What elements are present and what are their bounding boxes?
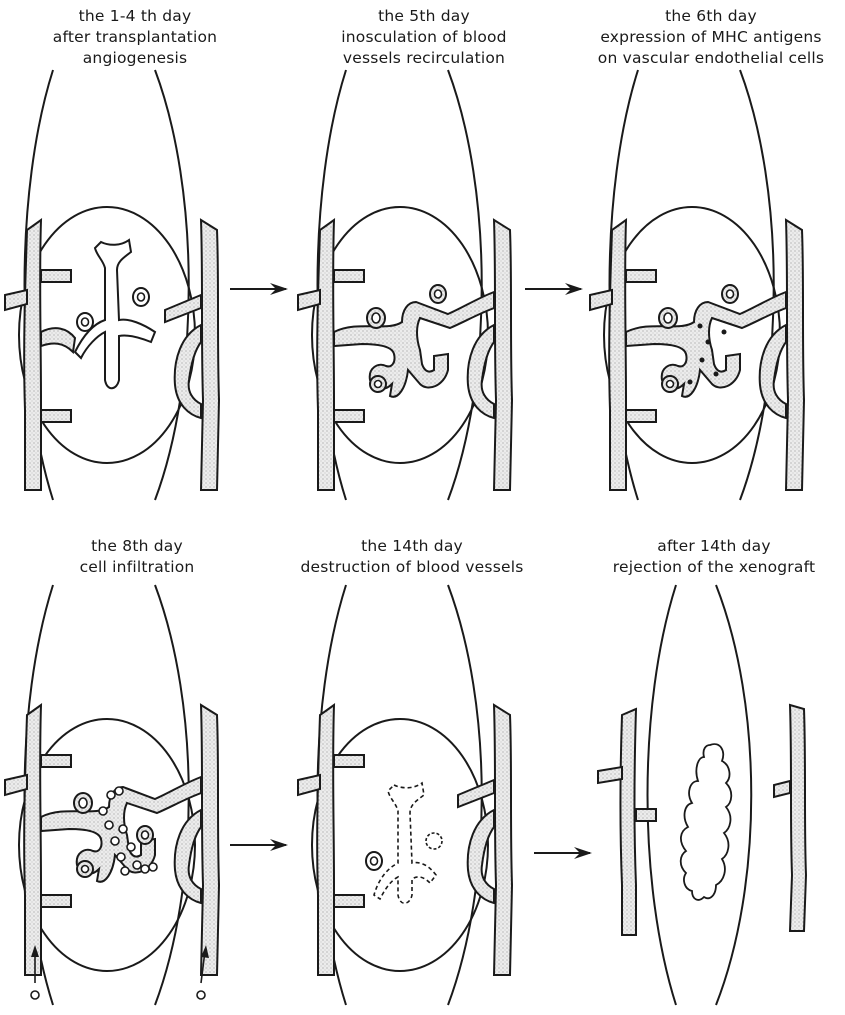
caption-line: cell infiltration — [2, 557, 272, 578]
mhc-marker — [722, 330, 727, 335]
mhc-marker — [698, 324, 703, 329]
panel-day6 — [590, 70, 815, 510]
caption-line: vessels recirculation — [289, 48, 559, 69]
caption-day1-4: the 1-4 th day after transplantation ang… — [0, 6, 270, 69]
caption-line: rejection of the xenograft — [579, 557, 845, 578]
caption-line: inosculation of blood — [289, 27, 559, 48]
panel-day5 — [298, 70, 523, 510]
vessel-lumen — [372, 313, 380, 323]
vessel-lumen — [133, 288, 149, 306]
caption-line: destruction of blood vessels — [277, 557, 547, 578]
arrow-icon — [525, 282, 585, 296]
rejected-graft — [681, 744, 732, 900]
host-vessel — [598, 767, 622, 783]
graft-boundary — [448, 70, 482, 500]
panel-day1-4 — [5, 70, 230, 510]
caption-line: the 1-4 th day — [0, 6, 270, 27]
host-vessel — [636, 809, 656, 821]
caption-day5: the 5th day inosculation of blood vessel… — [289, 6, 559, 69]
vessel-lumen — [82, 866, 89, 873]
vessel-lumen — [79, 798, 87, 808]
vessel-lumen — [667, 381, 674, 388]
vessel-lumen — [375, 381, 382, 388]
panel-day14 — [298, 585, 523, 1015]
vessel-lumen — [77, 313, 93, 331]
caption-line: after 14th day — [579, 536, 845, 557]
caption-line: angiogenesis — [0, 48, 270, 69]
vessel-lumen — [366, 852, 382, 870]
caption-day6: the 6th day expression of MHC antigens o… — [576, 6, 845, 69]
caption-day8: the 8th day cell infiltration — [2, 536, 272, 578]
host-vessel — [790, 705, 806, 931]
graft-boundary — [740, 70, 774, 500]
vessel-lumen — [727, 290, 734, 298]
caption-after14: after 14th day rejection of the xenograf… — [579, 536, 845, 578]
arrow-icon — [230, 838, 290, 852]
arrow-icon — [534, 846, 594, 860]
destroyed-lumen — [426, 833, 442, 849]
caption-line: on vascular endothelial cells — [576, 48, 845, 69]
caption-line: after transplantation — [0, 27, 270, 48]
vessel-lumen — [435, 290, 442, 298]
vessel-lumen — [142, 831, 149, 839]
mhc-marker — [700, 358, 705, 363]
panel-day8 — [5, 585, 230, 1015]
mhc-marker — [688, 380, 693, 385]
panel-after14 — [598, 585, 823, 1015]
caption-line: the 5th day — [289, 6, 559, 27]
graft-boundary — [155, 70, 189, 500]
mhc-marker — [706, 340, 711, 345]
caption-day14: the 14th day destruction of blood vessel… — [277, 536, 547, 578]
mhc-marker — [714, 372, 719, 377]
vessel-lumen — [664, 313, 672, 323]
host-vessel — [41, 328, 75, 352]
caption-line: expression of MHC antigens — [576, 27, 845, 48]
graft-boundary — [648, 585, 677, 1005]
host-vessel — [774, 781, 790, 797]
caption-line: the 14th day — [277, 536, 547, 557]
caption-line: the 8th day — [2, 536, 272, 557]
host-vessel — [621, 709, 637, 935]
caption-line: the 6th day — [576, 6, 845, 27]
arrow-icon — [230, 282, 290, 296]
